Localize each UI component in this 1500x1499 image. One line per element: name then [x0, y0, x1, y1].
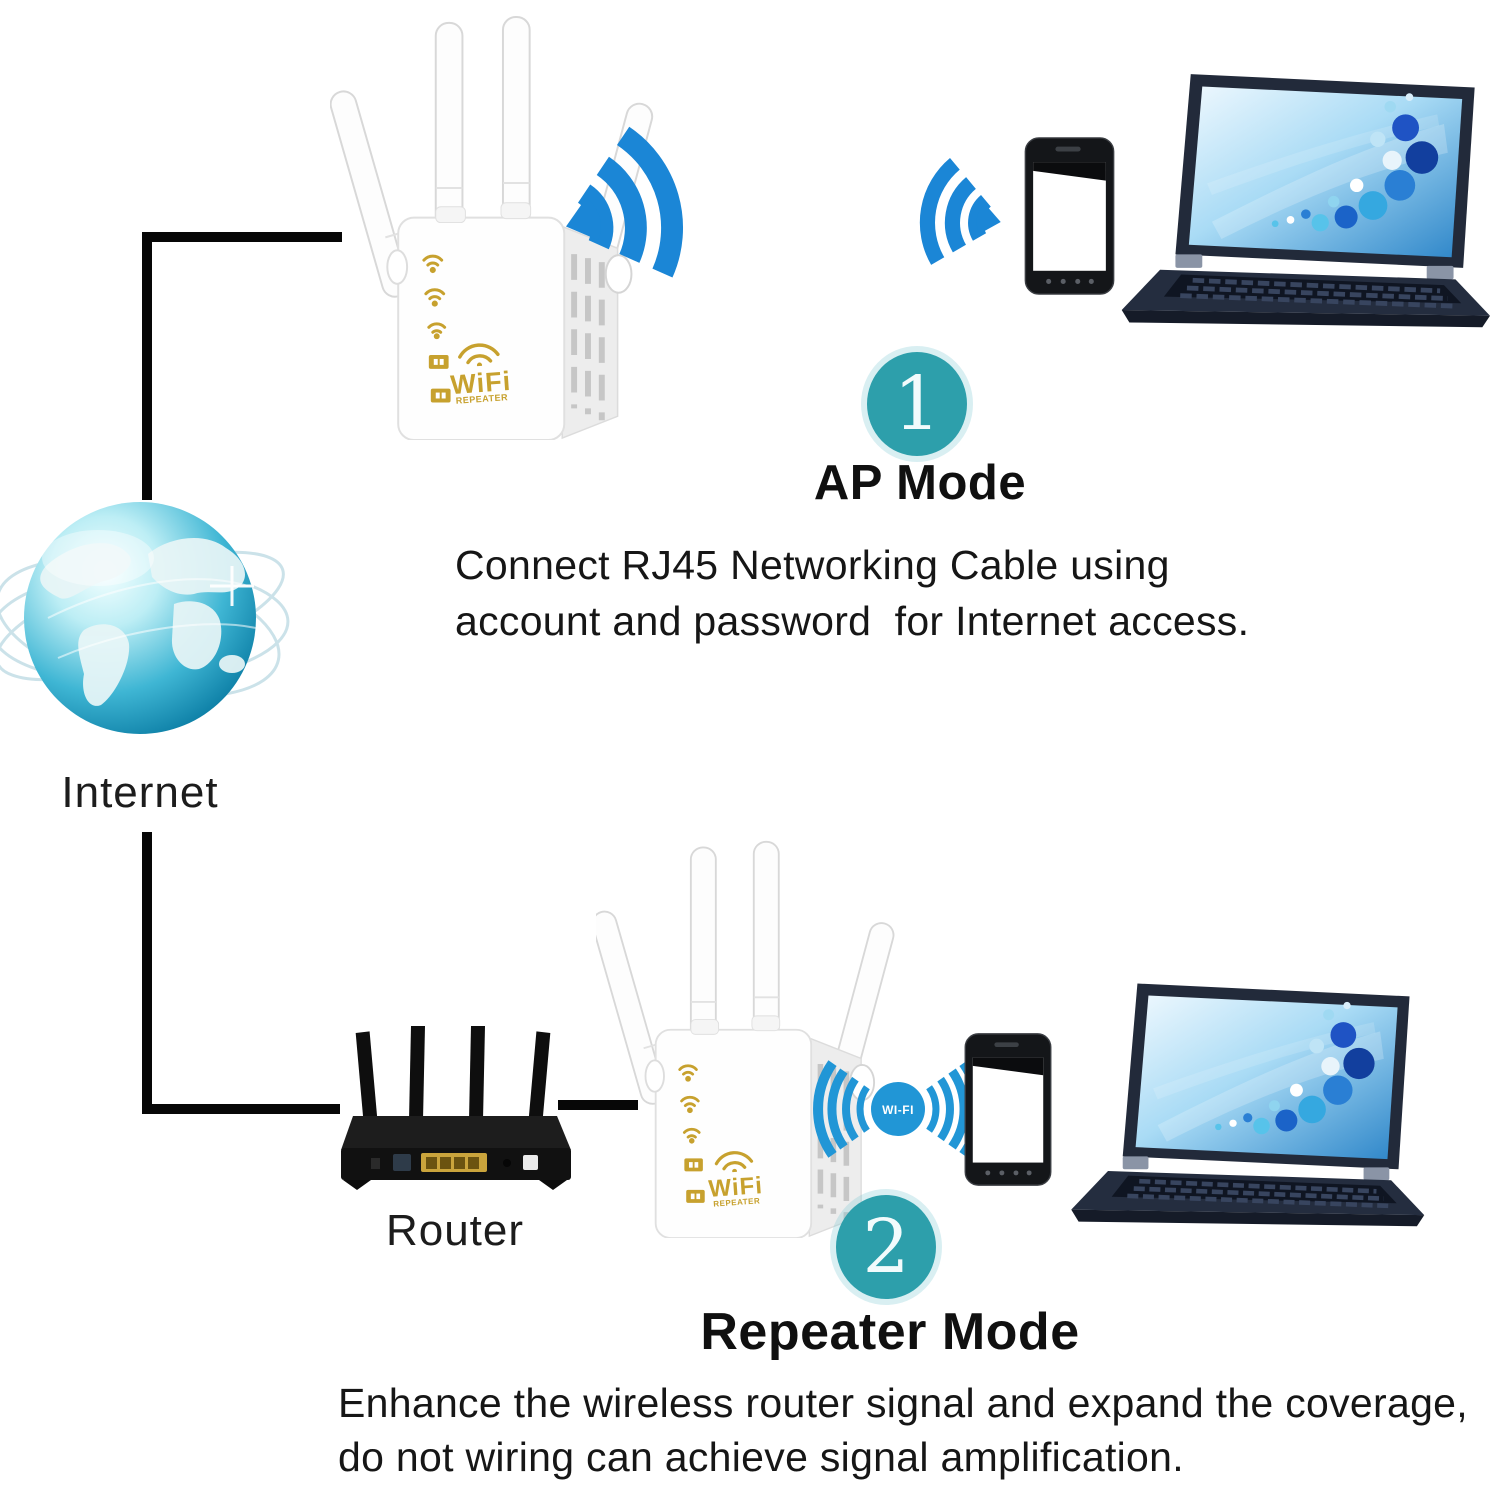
step-1-description-line-1: Connect RJ45 Networking Cable using [455, 542, 1170, 588]
wifi-badge-label: WI-FI [882, 1103, 914, 1117]
cable-internet-to-repeater-vertical [142, 232, 152, 500]
cable-internet-to-router-horizontal [142, 1104, 340, 1114]
router-label: Router [385, 1206, 525, 1255]
laptop-image [996, 978, 1448, 1240]
repeater-logo-2: WiFi REPEATER [683, 1145, 787, 1210]
repeater-logo-wifi-arcs-icon [714, 1151, 754, 1174]
step-1-title: AP Mode [813, 456, 1027, 510]
cable-internet-to-router-vertical [142, 832, 152, 1114]
internet-label: Internet [61, 768, 219, 817]
step-2-title: Repeater Mode [700, 1303, 1080, 1361]
repeater-logo-wifi-arcs-icon [458, 343, 500, 368]
smartphone-image [962, 1032, 1054, 1187]
step-2-badge: 2 [836, 1195, 936, 1299]
step-2-description-line-1: Enhance the wireless router signal and e… [338, 1380, 1468, 1426]
step-1-description-line-2: account and password for Internet access… [455, 598, 1250, 644]
step-2-description-line-2: do not wiring can achieve signal amplifi… [338, 1434, 1184, 1480]
wifi-signal-icon [893, 130, 1018, 297]
cable-internet-to-repeater-horizontal [142, 232, 342, 242]
step-1-badge: 1 [867, 352, 967, 456]
smartphone-image [1022, 136, 1117, 296]
internet-globe-image [0, 468, 298, 768]
router-image [335, 1022, 575, 1192]
wifi-broadcast-badge-icon: WI-FI [813, 1060, 983, 1158]
cable-router-to-repeater [558, 1100, 638, 1110]
laptop-image [1068, 68, 1490, 342]
repeater-logo-1: WiFi REPEATER [423, 336, 537, 408]
